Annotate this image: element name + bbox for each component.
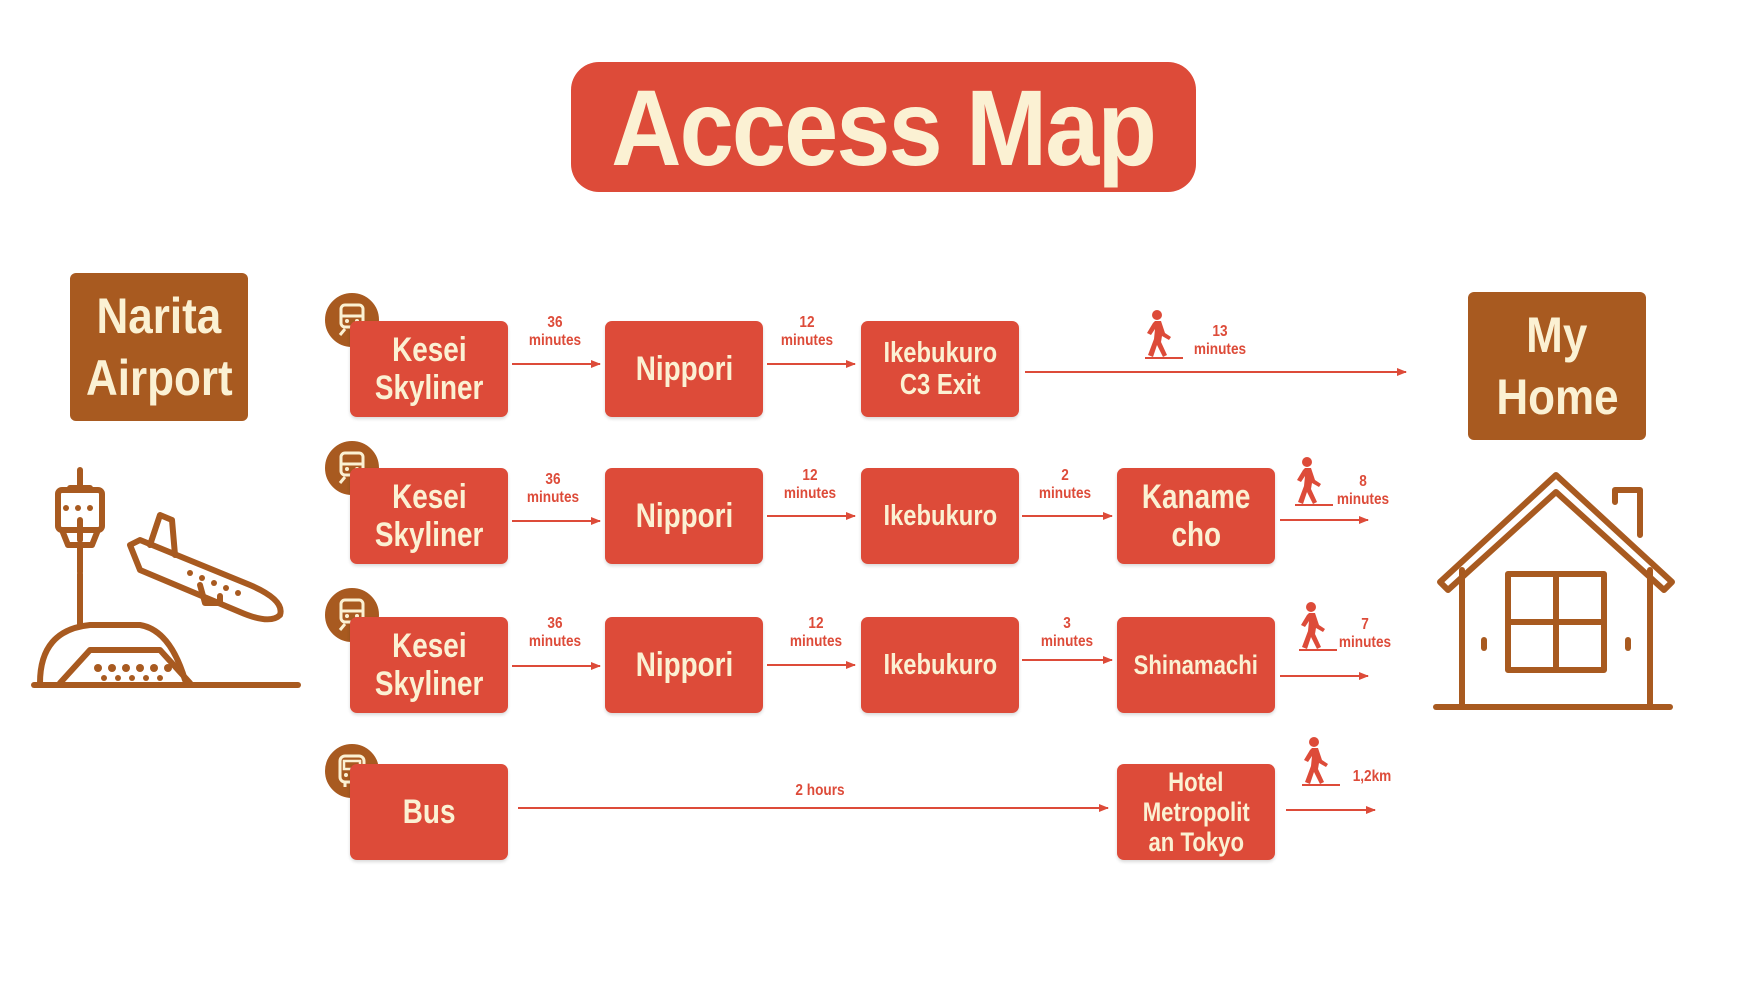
destination-line1: My bbox=[1526, 306, 1588, 363]
time-value: 12 bbox=[799, 314, 815, 331]
time-unit: minutes bbox=[783, 484, 837, 502]
time-value: 3 bbox=[1063, 615, 1071, 632]
node-text: cho bbox=[1171, 516, 1221, 554]
time-value: 2 bbox=[1061, 467, 1069, 484]
time-unit: minutes bbox=[526, 488, 580, 506]
row3-stop3-node: Shinamachi bbox=[1117, 617, 1275, 713]
node-text: C3 Exit bbox=[899, 369, 981, 401]
node-text: Nippori bbox=[635, 496, 733, 535]
row2-stop1-node: Nippori bbox=[605, 468, 763, 564]
row4-start-node: Bus bbox=[350, 764, 508, 860]
node-text: Shinamachi bbox=[1133, 649, 1259, 680]
origin-label: Narita Airport bbox=[70, 273, 248, 421]
time-unit: minutes bbox=[1336, 490, 1390, 508]
time-value: 8 bbox=[1359, 473, 1367, 490]
row2-stop3-node: Kaname cho bbox=[1117, 468, 1275, 564]
node-text: Ikebukuro bbox=[883, 648, 997, 681]
node-text: Nippori bbox=[635, 349, 733, 388]
row4-stop-node: Hotel Metropolit an Tokyo bbox=[1117, 764, 1275, 860]
node-text: Skyliner bbox=[374, 665, 484, 703]
node-text: Ikebukuro bbox=[883, 336, 997, 369]
time-value: 36 bbox=[547, 314, 563, 331]
node-text: Kesei bbox=[391, 330, 467, 369]
time-unit: minutes bbox=[528, 331, 582, 349]
destination-label: My Home bbox=[1468, 292, 1646, 440]
row1-stop2-node: Ikebukuro C3 Exit bbox=[861, 321, 1019, 417]
node-text: Ikebukuro bbox=[883, 499, 997, 532]
row3-stop1-node: Nippori bbox=[605, 617, 763, 713]
airport-icon bbox=[31, 467, 301, 688]
distance-value: 1,2km bbox=[1352, 768, 1392, 785]
row4-walk-label: 1,2km bbox=[1337, 768, 1407, 786]
node-text: Nippori bbox=[635, 645, 733, 684]
node-text: Metropolit bbox=[1142, 796, 1250, 827]
origin-line2: Airport bbox=[85, 350, 233, 406]
node-text: an Tokyo bbox=[1148, 827, 1244, 858]
airport-windows bbox=[63, 505, 241, 681]
node-text: Kaname bbox=[1141, 477, 1251, 516]
time-unit: minutes bbox=[789, 632, 843, 650]
time-value: 36 bbox=[547, 615, 563, 632]
time-unit: minutes bbox=[780, 331, 834, 349]
time-value: 7 bbox=[1361, 616, 1369, 633]
row2-start-node: Kesei Skyliner bbox=[350, 468, 508, 564]
walking-icon bbox=[1301, 736, 1341, 786]
node-text: Skyliner bbox=[374, 369, 484, 407]
node-text: Kesei bbox=[391, 477, 467, 516]
time-unit: minutes bbox=[528, 632, 582, 650]
row1-stop1-node: Nippori bbox=[605, 321, 763, 417]
row4-seg1-label: 2 hours bbox=[770, 782, 870, 800]
row2-stop2-node: Ikebukuro bbox=[861, 468, 1019, 564]
walking-icon bbox=[1144, 309, 1184, 359]
row1-start-node: Kesei Skyliner bbox=[350, 321, 508, 417]
time-value: 12 bbox=[808, 615, 824, 632]
time-value: 36 bbox=[545, 471, 561, 488]
origin-line1: Narita bbox=[96, 287, 222, 344]
time-value: 12 bbox=[802, 467, 818, 484]
time-unit: minutes bbox=[1338, 633, 1392, 651]
time-value: 13 bbox=[1212, 323, 1228, 340]
time-value: 2 hours bbox=[795, 782, 845, 799]
page-title: Access Map bbox=[571, 62, 1196, 192]
node-text: Skyliner bbox=[374, 516, 484, 554]
node-text: Kesei bbox=[391, 626, 467, 665]
row3-start-node: Kesei Skyliner bbox=[350, 617, 508, 713]
row3-stop2-node: Ikebukuro bbox=[861, 617, 1019, 713]
time-unit: minutes bbox=[1193, 340, 1247, 358]
node-text: Hotel bbox=[1168, 766, 1224, 797]
time-unit: minutes bbox=[1038, 484, 1092, 502]
destination-line2: Home bbox=[1495, 369, 1619, 425]
node-text: Bus bbox=[402, 792, 456, 831]
house-icon bbox=[1433, 472, 1675, 710]
time-unit: minutes bbox=[1040, 632, 1094, 650]
